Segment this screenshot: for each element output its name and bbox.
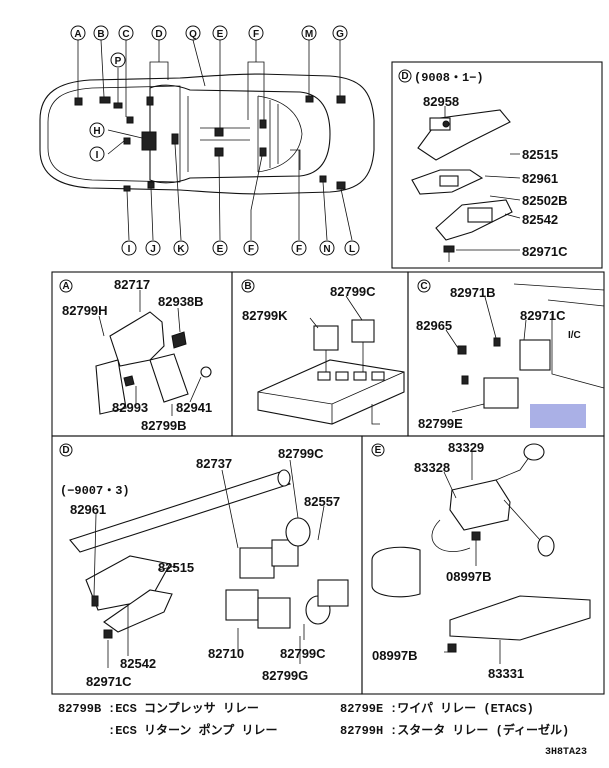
part-83329: 83329 (448, 440, 484, 455)
part-83328: 83328 (414, 460, 450, 475)
callout-top-circle-2 (118, 25, 134, 41)
part-82965: 82965 (416, 318, 452, 333)
part-82737: 82737 (196, 456, 232, 471)
panel-d-top: D (9008・1−) 82958 82515 82961 82502B 825… (391, 61, 603, 269)
part-82971c: 82971C (86, 674, 132, 689)
callout-bottom-circle-0 (121, 240, 137, 256)
callout-top-q-4: Q (189, 29, 197, 40)
panel-d-top-date: (9008・1−) (414, 71, 484, 85)
part-82971c: 82971C (520, 308, 566, 323)
part-82799b: 82799B (141, 418, 187, 433)
part-82961: 82961 (70, 502, 106, 517)
part-82515: 82515 (158, 560, 194, 575)
callout-bottom-e-3: E (217, 244, 224, 255)
part-82799g: 82799G (262, 668, 308, 683)
note-text-82799h: :スタータ リレー (ディーゼル) (390, 722, 569, 738)
part-82993: 82993 (112, 400, 148, 415)
callout-bottom-f-5: F (296, 244, 302, 255)
callout-i: I (96, 150, 99, 161)
part-82938b: 82938B (158, 294, 204, 309)
callout-bottom-circle-5 (291, 240, 307, 256)
callout-bottom-circle-1 (145, 240, 161, 256)
part-82799h: 82799H (62, 303, 108, 318)
callout-bottom-circle-3 (212, 240, 228, 256)
callout-p: P (115, 56, 122, 67)
callout-bottom-circle-6 (319, 240, 335, 256)
note-code-82799e: 82799E (340, 702, 383, 716)
callout-top-c-2: C (122, 29, 129, 40)
part-82799k: 82799K (242, 308, 288, 323)
panel-a-letter: A (62, 281, 69, 292)
panel-c: C I/C 82971B 82965 82971C 82799E (416, 279, 605, 431)
callout-top-f-6: F (253, 29, 259, 40)
callout-top-circle-0 (70, 25, 86, 41)
panel-d-bottom: D (−9007・3) 82737 82799C 82557 82961 825… (59, 443, 349, 689)
panel-d-bottom-date: (−9007・3) (60, 484, 130, 498)
callout-top-circle-3 (151, 25, 167, 41)
part-82941: 82941 (176, 400, 212, 415)
callout-top-g-8: G (336, 29, 344, 40)
note-code-82799b: 82799B (58, 702, 101, 716)
note-text-82799e: :ワイパ リレー (ETACS) (390, 701, 534, 716)
part-82799c: 82799C (330, 284, 376, 299)
callout-top-circle-4 (185, 25, 201, 41)
panel-a: A 82717 82799H 82938B 82993 82941 82799B (59, 277, 212, 433)
panel-c-mark: I/C (568, 330, 581, 341)
note-code-82799h: 82799H (340, 724, 383, 738)
part-82961: 82961 (522, 171, 558, 186)
part-82515: 82515 (522, 147, 558, 162)
note-text-82799b: :ECS コンプレッサ リレー (108, 700, 259, 716)
note-text-82799b-2: :ECS リターン ポンプ リレー (108, 722, 277, 738)
part-82557: 82557 (304, 494, 340, 509)
figure-code: 3H8TA23 (545, 747, 587, 758)
part-82971c: 82971C (522, 244, 568, 259)
part-08997b-2: 08997B (372, 648, 418, 663)
callout-bottom-circle-2 (173, 240, 189, 256)
callout-bottom-i-0: I (128, 244, 131, 255)
callout-top-b-1: B (97, 29, 104, 40)
part-82799e: 82799E (418, 416, 463, 431)
part-82542: 82542 (120, 656, 156, 671)
panel-b-letter: B (244, 281, 251, 292)
part-82799c-2: 82799C (280, 646, 326, 661)
part-82710: 82710 (208, 646, 244, 661)
callout-top-circle-6 (248, 25, 264, 41)
part-83331: 83331 (488, 666, 524, 681)
part-82717: 82717 (114, 277, 150, 292)
notes: 82799B :ECS コンプレッサ リレー :ECS リターン ポンプ リレー… (58, 700, 587, 758)
car-overview: A B C D Q E F M G P H I I J K E F F N L (39, 25, 375, 256)
panel-e: E 83329 83328 08997B 08997B 83331 (371, 440, 591, 681)
callout-bottom-l-7: L (349, 244, 355, 255)
panel-b: B 82799C 82799K (241, 279, 405, 425)
callout-bottom-circle-4 (243, 240, 259, 256)
callout-top-circle-8 (332, 25, 348, 41)
panel-d-bottom-letter: D (62, 445, 69, 456)
callout-top-a-0: A (74, 29, 81, 40)
part-82502b: 82502B (522, 193, 568, 208)
callout-bottom-circle-7 (344, 240, 360, 256)
callout-bottom-n-6: N (323, 244, 330, 255)
part-82971b: 82971B (450, 285, 496, 300)
panel-e-letter: E (375, 445, 382, 456)
callout-top-m-7: M (305, 29, 313, 40)
callout-bottom-j-1: J (150, 244, 156, 255)
part-82542: 82542 (522, 212, 558, 227)
panel-c-letter: C (420, 281, 427, 292)
callout-top-circle-1 (93, 25, 109, 41)
part-82958: 82958 (423, 94, 459, 109)
callout-h: H (93, 126, 100, 137)
callout-top-circle-5 (212, 25, 228, 41)
callout-bottom-f-4: F (248, 244, 254, 255)
callout-top-d-3: D (155, 29, 162, 40)
callout-bottom-k-2: K (177, 244, 185, 255)
callout-top-e-5: E (217, 29, 224, 40)
panel-d-top-letter: D (401, 71, 408, 82)
highlight-box (530, 404, 586, 428)
callout-top-circle-7 (301, 25, 317, 41)
part-82799c: 82799C (278, 446, 324, 461)
part-08997b: 08997B (446, 569, 492, 584)
